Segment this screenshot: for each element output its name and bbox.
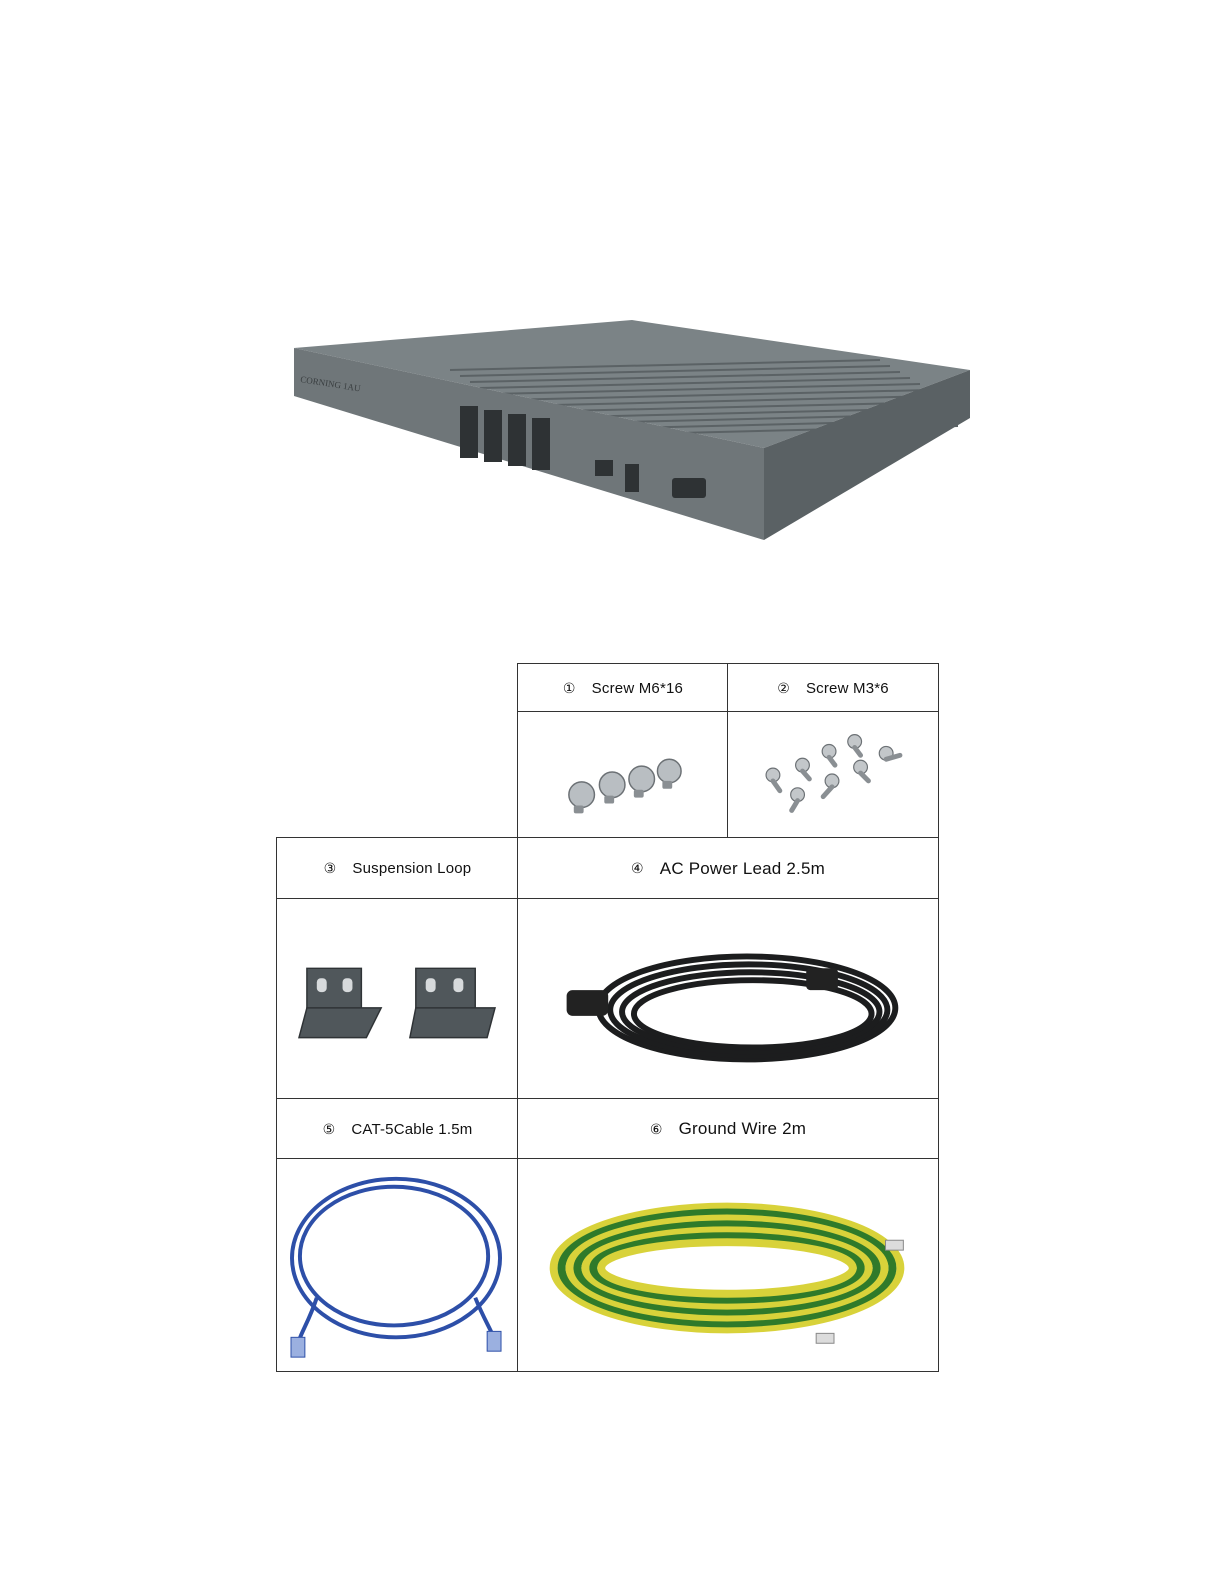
accessory-header-5: ⑤ CAT-5Cable 1.5m [276,1098,519,1160]
item-label: AC Power Lead 2.5m [660,859,825,879]
ground-wire-icon [518,1159,938,1371]
accessory-image-5 [276,1158,519,1372]
item-label: Ground Wire 2m [679,1119,807,1139]
accessory-image-6 [517,1158,939,1372]
accessory-header-4: ④ AC Power Lead 2.5m [517,837,939,900]
accessory-header-3: ③ Suspension Loop [276,837,519,900]
accessory-header-6: ⑥ Ground Wire 2m [517,1098,939,1160]
accessory-header-1: ① Screw M6*16 [517,663,729,713]
item-number: ⑤ [323,1121,336,1138]
item-number: ② [777,680,790,697]
item-label: Screw M3*6 [806,680,889,697]
accessory-image-4 [517,898,939,1100]
item-number: ① [563,680,576,697]
accessory-header-2: ② Screw M3*6 [727,663,939,713]
item-label: CAT-5Cable 1.5m [351,1121,472,1138]
screw-m3-icon [728,712,938,838]
item-number: ③ [324,860,337,877]
item-number: ④ [631,860,644,877]
item-label: Suspension Loop [352,860,471,877]
network-cable-icon [277,1159,518,1371]
accessory-image-3 [276,898,519,1100]
item-label: Screw M6*16 [592,680,683,697]
power-cord-icon [518,899,938,1099]
item-number: ⑥ [650,1121,663,1138]
accessory-image-1 [517,711,729,839]
bracket-icon [277,899,518,1099]
screw-m6-icon [518,712,728,838]
accessory-image-2 [727,711,939,839]
